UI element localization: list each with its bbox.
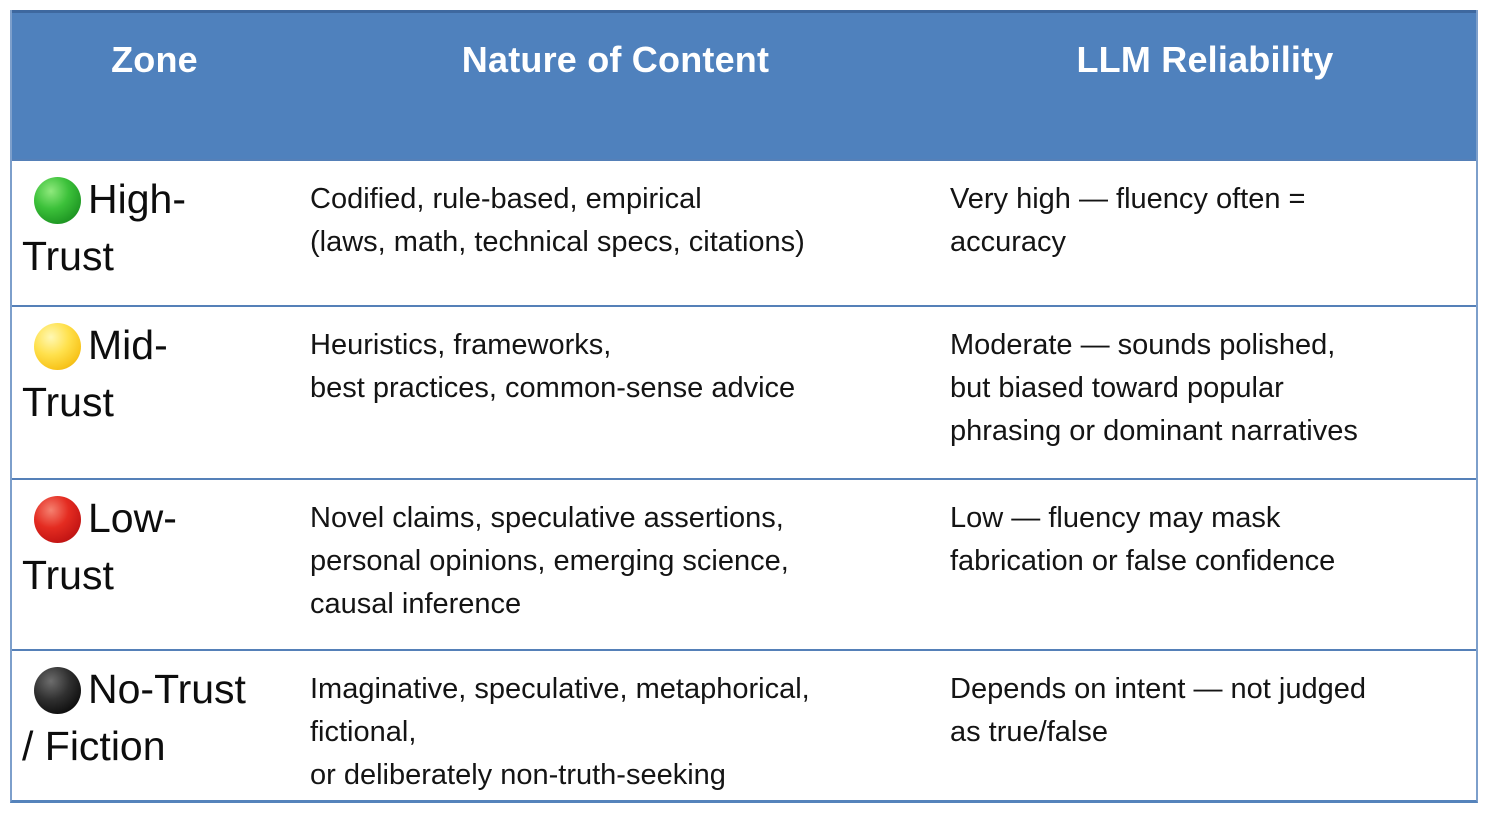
zone-label-line2: / Fiction xyxy=(22,722,166,769)
zone-line1: Mid- xyxy=(22,317,293,374)
zone-cell: High- Trust xyxy=(12,161,297,305)
table-row-no-trust-fiction: No-Trust / Fiction Imaginative, speculat… xyxy=(12,649,1476,800)
table-header-row: Zone Nature of Content LLM Reliability xyxy=(12,10,1476,159)
zone-label: High- xyxy=(88,176,186,222)
column-header-llm-reliability: LLM Reliability xyxy=(1076,39,1334,80)
zone-label-line2: Trust xyxy=(22,378,114,425)
zone-cell: Low- Trust xyxy=(12,480,297,649)
zone-label-line2: Trust xyxy=(22,232,114,279)
black-circle-icon xyxy=(34,666,81,714)
table-row-high-trust: High- Trust Codified, rule-based, empiri… xyxy=(12,159,1476,305)
zone-cell: Mid- Trust xyxy=(12,307,297,478)
column-header-nature-of-content: Nature of Content xyxy=(461,39,770,80)
zone-label: Mid- xyxy=(88,322,168,368)
nature-cell: Heuristics, frameworks, best practices, … xyxy=(310,329,796,404)
reliability-cell: Depends on intent — not judged as true/f… xyxy=(950,673,1366,748)
table-row-low-trust: Low- Trust Novel claims, speculative ass… xyxy=(12,478,1476,649)
red-circle-icon xyxy=(34,495,81,543)
table-row-mid-trust: Mid- Trust Heuristics, frameworks, best … xyxy=(12,305,1476,478)
zone-label-line2: Trust xyxy=(22,551,114,598)
nature-cell: Novel claims, speculative assertions, pe… xyxy=(310,502,789,620)
reliability-cell: Low — fluency may mask fabrication or fa… xyxy=(950,502,1336,577)
zone-line1: No-Trust xyxy=(22,661,293,718)
yellow-circle-icon xyxy=(34,322,81,370)
trust-zone-table: Zone Nature of Content LLM Reliability H… xyxy=(10,10,1478,803)
zone-label: No-Trust xyxy=(88,666,246,712)
nature-cell: Codified, rule-based, empirical (laws, m… xyxy=(310,183,805,258)
green-circle-icon xyxy=(34,176,81,224)
zone-label: Low- xyxy=(88,495,177,541)
zone-line1: Low- xyxy=(22,490,293,547)
zone-cell: No-Trust / Fiction xyxy=(12,651,297,800)
reliability-cell: Very high — fluency often = accuracy xyxy=(950,183,1306,258)
zone-line1: High- xyxy=(22,171,293,228)
column-header-zone: Zone xyxy=(111,39,198,80)
nature-cell: Imaginative, speculative, metaphorical, … xyxy=(310,673,810,791)
reliability-cell: Moderate — sounds polished, but biased t… xyxy=(950,329,1358,447)
